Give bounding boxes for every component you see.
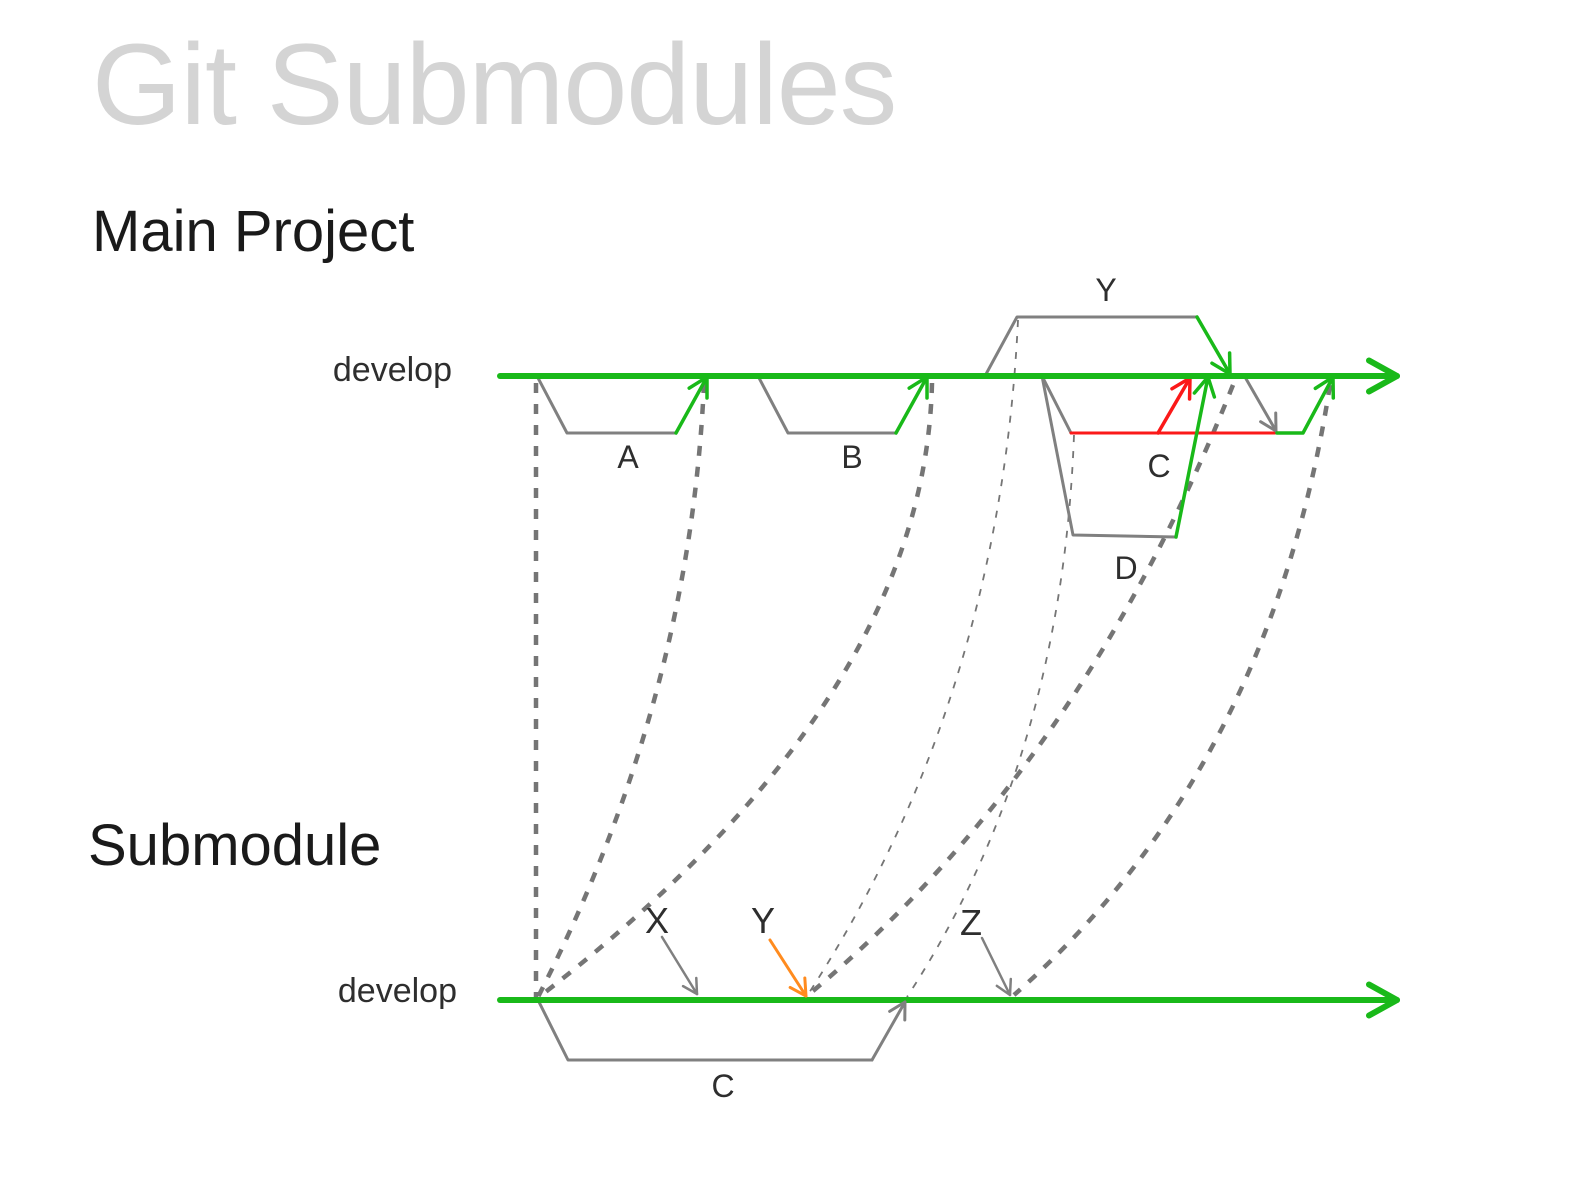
sub-branch-c-merge-arrow-head [888,1000,907,1022]
pointer-y-arrow-head [788,976,808,998]
label-branch-d: D [1114,550,1137,586]
sub-develop-timeline [497,981,1400,1019]
pointer-x-arrow-head [681,976,699,996]
submodule-ref-dashed-5 [1012,384,1333,997]
feature-branch-b-outline [756,374,898,435]
label-commit-z: Z [960,902,982,943]
main-develop-timeline-head [1366,357,1400,395]
branch-d-merge-arrow [1174,375,1217,539]
branch-y-outline [983,315,1199,378]
main-project-heading: Main Project [92,199,415,264]
label-commit-y-sub: Y [751,900,775,941]
develop-to-branch-c-pointer-arrow [1243,375,1278,433]
feature-branch-a-outline [535,374,678,435]
label-branch-b: B [841,439,862,475]
label-develop-main: develop [333,351,452,389]
pointer-x-arrow [660,935,699,996]
label-branch-c-main: C [1147,448,1170,484]
label-sub-branch-c: C [711,1068,734,1104]
feature-branch-b-merge-arrow [894,375,929,435]
branch-c-final-merge-arrow [1275,375,1336,435]
branch-y-merge-arrow [1195,315,1232,376]
sub-branch-c-merge-arrow [870,1000,907,1062]
branch-c-checkout-line [1040,374,1073,435]
main-develop-timeline [497,357,1400,395]
branch-d-outline [1040,374,1178,539]
label-branch-a: A [617,439,639,475]
develop-to-branch-c-pointer-arrow-head [1259,411,1278,433]
pointer-z-arrow-head [995,977,1013,997]
page-title: Git Submodules [92,21,897,149]
label-branch-y-main: Y [1095,272,1116,308]
submodule-heading: Submodule [88,813,382,878]
pointer-z-arrow [980,936,1013,997]
submodule-ref-dashed-3 [537,382,935,999]
label-commit-x: X [645,900,669,941]
pointer-y-arrow [768,938,808,998]
sub-branch-c-outline [536,998,874,1062]
sub-develop-timeline-head [1366,981,1400,1019]
label-develop-sub: develop [338,972,457,1010]
submodule-ref-thin-dashed-1 [806,319,1019,997]
submodule-ref-dashed-2 [535,382,707,999]
submodule-ref-dashed-4 [805,384,1236,998]
branch-c-merge-arrow [1156,376,1192,435]
submodule-ref-thin-dashed-2 [906,434,1075,998]
